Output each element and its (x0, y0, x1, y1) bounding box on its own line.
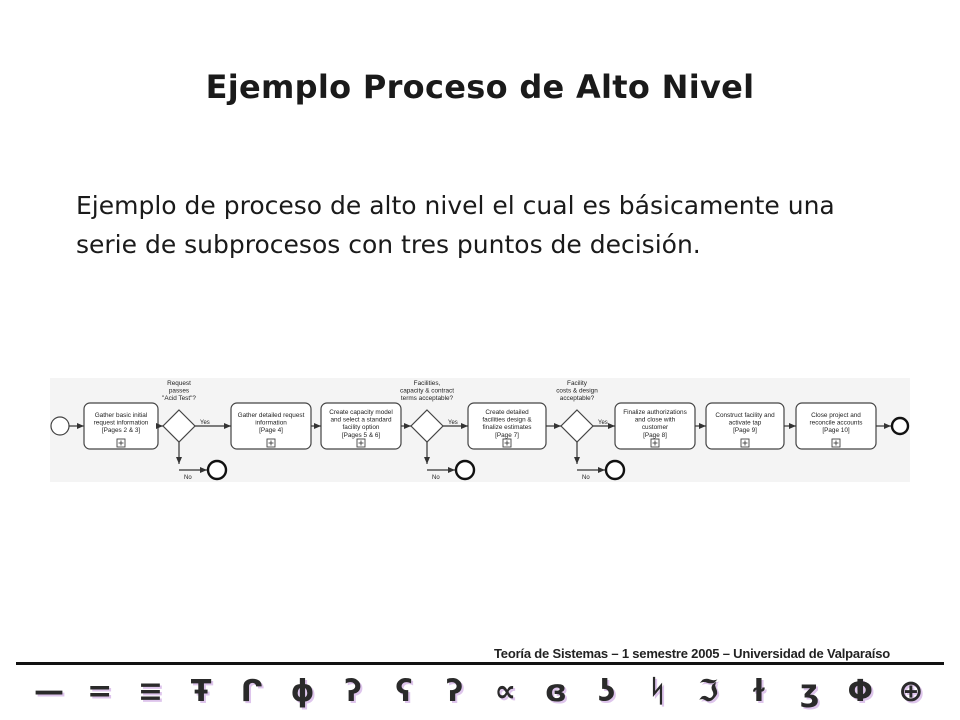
decorative-glyph-icon: Φ (847, 674, 873, 709)
end-event-icon (890, 416, 910, 436)
no-label: No (432, 475, 440, 481)
start-event-icon (50, 416, 70, 436)
task-label-line: Create capacity model (329, 409, 393, 416)
decorative-glyph-icon: ᛋ (648, 674, 667, 709)
task-label-line: [Page 7] (495, 432, 519, 439)
task-label-line: facility option (343, 424, 380, 431)
gateway-question-line: Facilities, (414, 380, 441, 387)
task-label-line: Close project and (811, 412, 861, 419)
decorative-glyph-icon: ʒ (799, 674, 820, 709)
task-label-line: [Page 4] (259, 427, 283, 434)
decorative-glyph-icon: ʕ (395, 674, 413, 709)
task-label-line: activate tap (729, 420, 762, 427)
decorative-glyph-icon: ʔ (446, 674, 464, 709)
task-label-line: customer (642, 424, 669, 431)
decorative-glyph-icon: ʔ (344, 674, 362, 709)
decision-gateway-icon (410, 409, 444, 443)
yes-label: Yes (598, 420, 608, 426)
decorative-glyph-icon: ɞ (545, 674, 567, 709)
decision-gateway-icon (162, 409, 196, 443)
task-label-line: finalize estimates (482, 424, 531, 431)
slide-body-text: Ejemplo de proceso de alto nivel el cual… (76, 191, 835, 259)
task-label-line: information (255, 420, 287, 427)
decorative-glyph-icon: ʖ (598, 674, 616, 709)
decorative-glyph-icon: ɫ (750, 674, 768, 709)
decorative-glyph-icon: ℑ (697, 674, 719, 709)
task-label-line: [Page 10] (822, 427, 850, 434)
decorative-glyph-icon: Ŧ (190, 674, 212, 709)
task-label-line: Create detailed (485, 409, 529, 416)
gateway-question-line: acceptable? (560, 395, 595, 402)
task-label-line: request information (94, 420, 149, 427)
no-label: No (582, 475, 590, 481)
gateway-question-line: capacity & contract (400, 387, 454, 394)
task-label-line: Gather basic initial (95, 412, 148, 419)
gateway-question-line: terms acceptable? (401, 395, 454, 402)
slide-title: Ejemplo Proceso de Alto Nivel (205, 68, 755, 106)
yes-label: Yes (200, 420, 210, 426)
decorative-glyph-icon: ϕ (290, 674, 315, 709)
decorative-glyph-icon: ∝ (494, 674, 516, 709)
footer-divider (16, 662, 944, 665)
slide-footer: Teoría de Sistemas – 1 semestre 2005 – U… (494, 646, 890, 661)
gateway-question-line: passes (169, 387, 189, 394)
yes-label: Yes (448, 420, 458, 426)
task-label-line: and select a standard (330, 417, 392, 424)
gateway-question-line: costs & design (556, 387, 598, 394)
task-label-line: [Page 9] (733, 427, 757, 434)
no-label: No (184, 475, 192, 481)
task-label-line: [Pages 2 & 3] (102, 427, 141, 434)
gateway-question-line: "Acid Test"? (162, 395, 196, 402)
end-event-icon (206, 459, 228, 481)
decision-gateway-icon (560, 409, 594, 443)
task-label-line: Gather detailed request (238, 412, 305, 419)
task-label-line: [Pages 5 & 6] (342, 432, 381, 439)
gateway-question-line: Request (167, 380, 191, 387)
end-event-icon (454, 459, 476, 481)
task-label-line: reconcile accounts (810, 420, 863, 427)
decorative-glyph-icon: ⊕ (898, 674, 924, 709)
decorative-glyph-icon: = (87, 674, 113, 709)
gateway-question-line: Facility (567, 380, 588, 387)
decorative-glyph-icon: — (34, 674, 64, 709)
task-label-line: Construct facility and (715, 412, 775, 419)
end-event-icon (604, 459, 626, 481)
decorative-glyph-icon: ᒋ (240, 674, 263, 709)
task-label-line: [Page 8] (643, 432, 667, 439)
task-label-line: facilities design & (482, 417, 532, 424)
task-label-line: and close with (635, 417, 676, 424)
task-label-line: Finalize authorizations (623, 409, 687, 416)
decorative-glyph-icon: ≡ (137, 674, 163, 709)
